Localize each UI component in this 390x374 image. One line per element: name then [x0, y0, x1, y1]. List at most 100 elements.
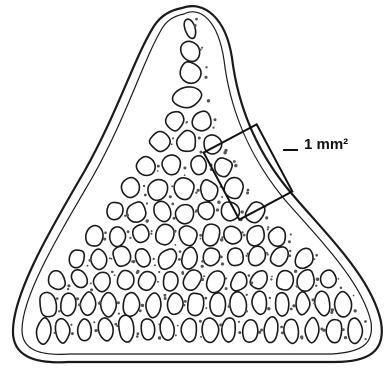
stipple-dot	[171, 185, 173, 187]
stipple-dot	[204, 297, 207, 300]
stipple-dot	[158, 271, 160, 273]
stipple-dot	[217, 201, 220, 204]
stipple-dot	[204, 76, 207, 79]
stipple-dot	[117, 301, 120, 304]
cell	[121, 178, 139, 198]
stipple-dot	[182, 272, 185, 275]
stipple-dot	[183, 304, 185, 306]
stipple-dot	[109, 257, 111, 259]
stipple-dot	[221, 196, 223, 198]
stipple-dot	[169, 195, 172, 198]
stipple-dot	[76, 297, 79, 300]
stipple-dot	[220, 256, 223, 259]
cell	[110, 227, 126, 247]
cell	[119, 315, 134, 342]
stipple-dot	[342, 328, 345, 331]
stipple-dot	[158, 336, 161, 339]
stipple-dot	[184, 300, 187, 303]
stipple-dot	[289, 250, 291, 252]
stipple-dot	[203, 275, 205, 277]
stipple-dot	[314, 258, 316, 260]
stipple-dot	[186, 121, 188, 123]
stipple-dot	[271, 276, 273, 278]
stipple-dot	[157, 170, 159, 172]
stipple-dot	[315, 285, 317, 287]
stipple-dot	[312, 298, 315, 301]
stipple-dot	[195, 18, 198, 21]
stipple-dot	[234, 164, 237, 167]
stipple-dot	[157, 165, 160, 168]
stipple-dot	[247, 253, 249, 255]
cell	[127, 202, 146, 222]
stipple-dot	[197, 189, 200, 192]
cell	[61, 293, 76, 316]
cell	[188, 293, 204, 315]
cell	[174, 178, 194, 200]
stipple-dot	[228, 303, 230, 305]
stipple-dot	[221, 262, 224, 265]
cell	[117, 270, 134, 289]
stipple-dot	[143, 185, 145, 187]
stipple-dot	[173, 230, 176, 233]
stipple-dot	[220, 238, 223, 241]
stipple-dot	[172, 137, 174, 139]
stipple-dot	[131, 260, 134, 263]
stipple-dot	[146, 202, 148, 204]
cell	[277, 271, 294, 290]
cell	[202, 318, 219, 342]
cell	[203, 224, 220, 246]
cell	[113, 246, 131, 266]
cell	[269, 227, 286, 246]
stipple-dot	[296, 285, 299, 288]
stipple-dot	[151, 230, 153, 232]
stipple-dot	[67, 288, 69, 290]
stipple-dot	[225, 287, 228, 290]
cell	[40, 292, 57, 316]
stipple-dot	[198, 137, 201, 140]
cell	[123, 293, 139, 317]
stipple-dot	[238, 331, 241, 334]
stipple-dot	[67, 284, 70, 287]
stipple-dot	[111, 271, 114, 274]
stipple-dot	[340, 287, 343, 290]
stipple-dot	[201, 265, 204, 268]
stipple-dot	[354, 309, 357, 312]
stipple-dot	[269, 297, 271, 299]
stipple-dot	[146, 219, 149, 222]
cell	[335, 292, 352, 317]
stipple-dot	[313, 302, 315, 304]
stipple-dot	[114, 274, 116, 276]
scale-label: 1 mm²	[304, 136, 348, 153]
stipple-dot	[98, 302, 101, 305]
cell	[247, 226, 264, 246]
stipple-dot	[175, 244, 177, 246]
cell	[55, 319, 69, 344]
cell	[215, 158, 233, 177]
stipple-dot	[110, 258, 112, 260]
stipple-dot	[154, 264, 156, 266]
stipple-dot	[177, 325, 179, 327]
stipple-dot	[216, 208, 219, 211]
cell	[191, 156, 206, 175]
cell	[326, 320, 342, 343]
cell	[243, 320, 258, 342]
stipple-dot	[338, 278, 340, 280]
stipple-dot	[315, 254, 318, 257]
stipple-dot	[205, 66, 207, 68]
cell	[276, 293, 289, 316]
stipple-dot	[243, 234, 246, 237]
cell	[203, 248, 219, 266]
cell	[148, 180, 168, 201]
stipple-dot	[214, 118, 217, 121]
stipple-dot	[225, 278, 227, 280]
cell	[156, 224, 174, 245]
stipple-dot	[300, 335, 303, 338]
stipple-dot	[94, 329, 97, 332]
stipple-dot	[136, 270, 139, 273]
stipple-dot	[144, 194, 147, 197]
stipple-dot	[183, 167, 186, 170]
cell	[163, 272, 178, 291]
stipple-dot	[93, 321, 95, 323]
